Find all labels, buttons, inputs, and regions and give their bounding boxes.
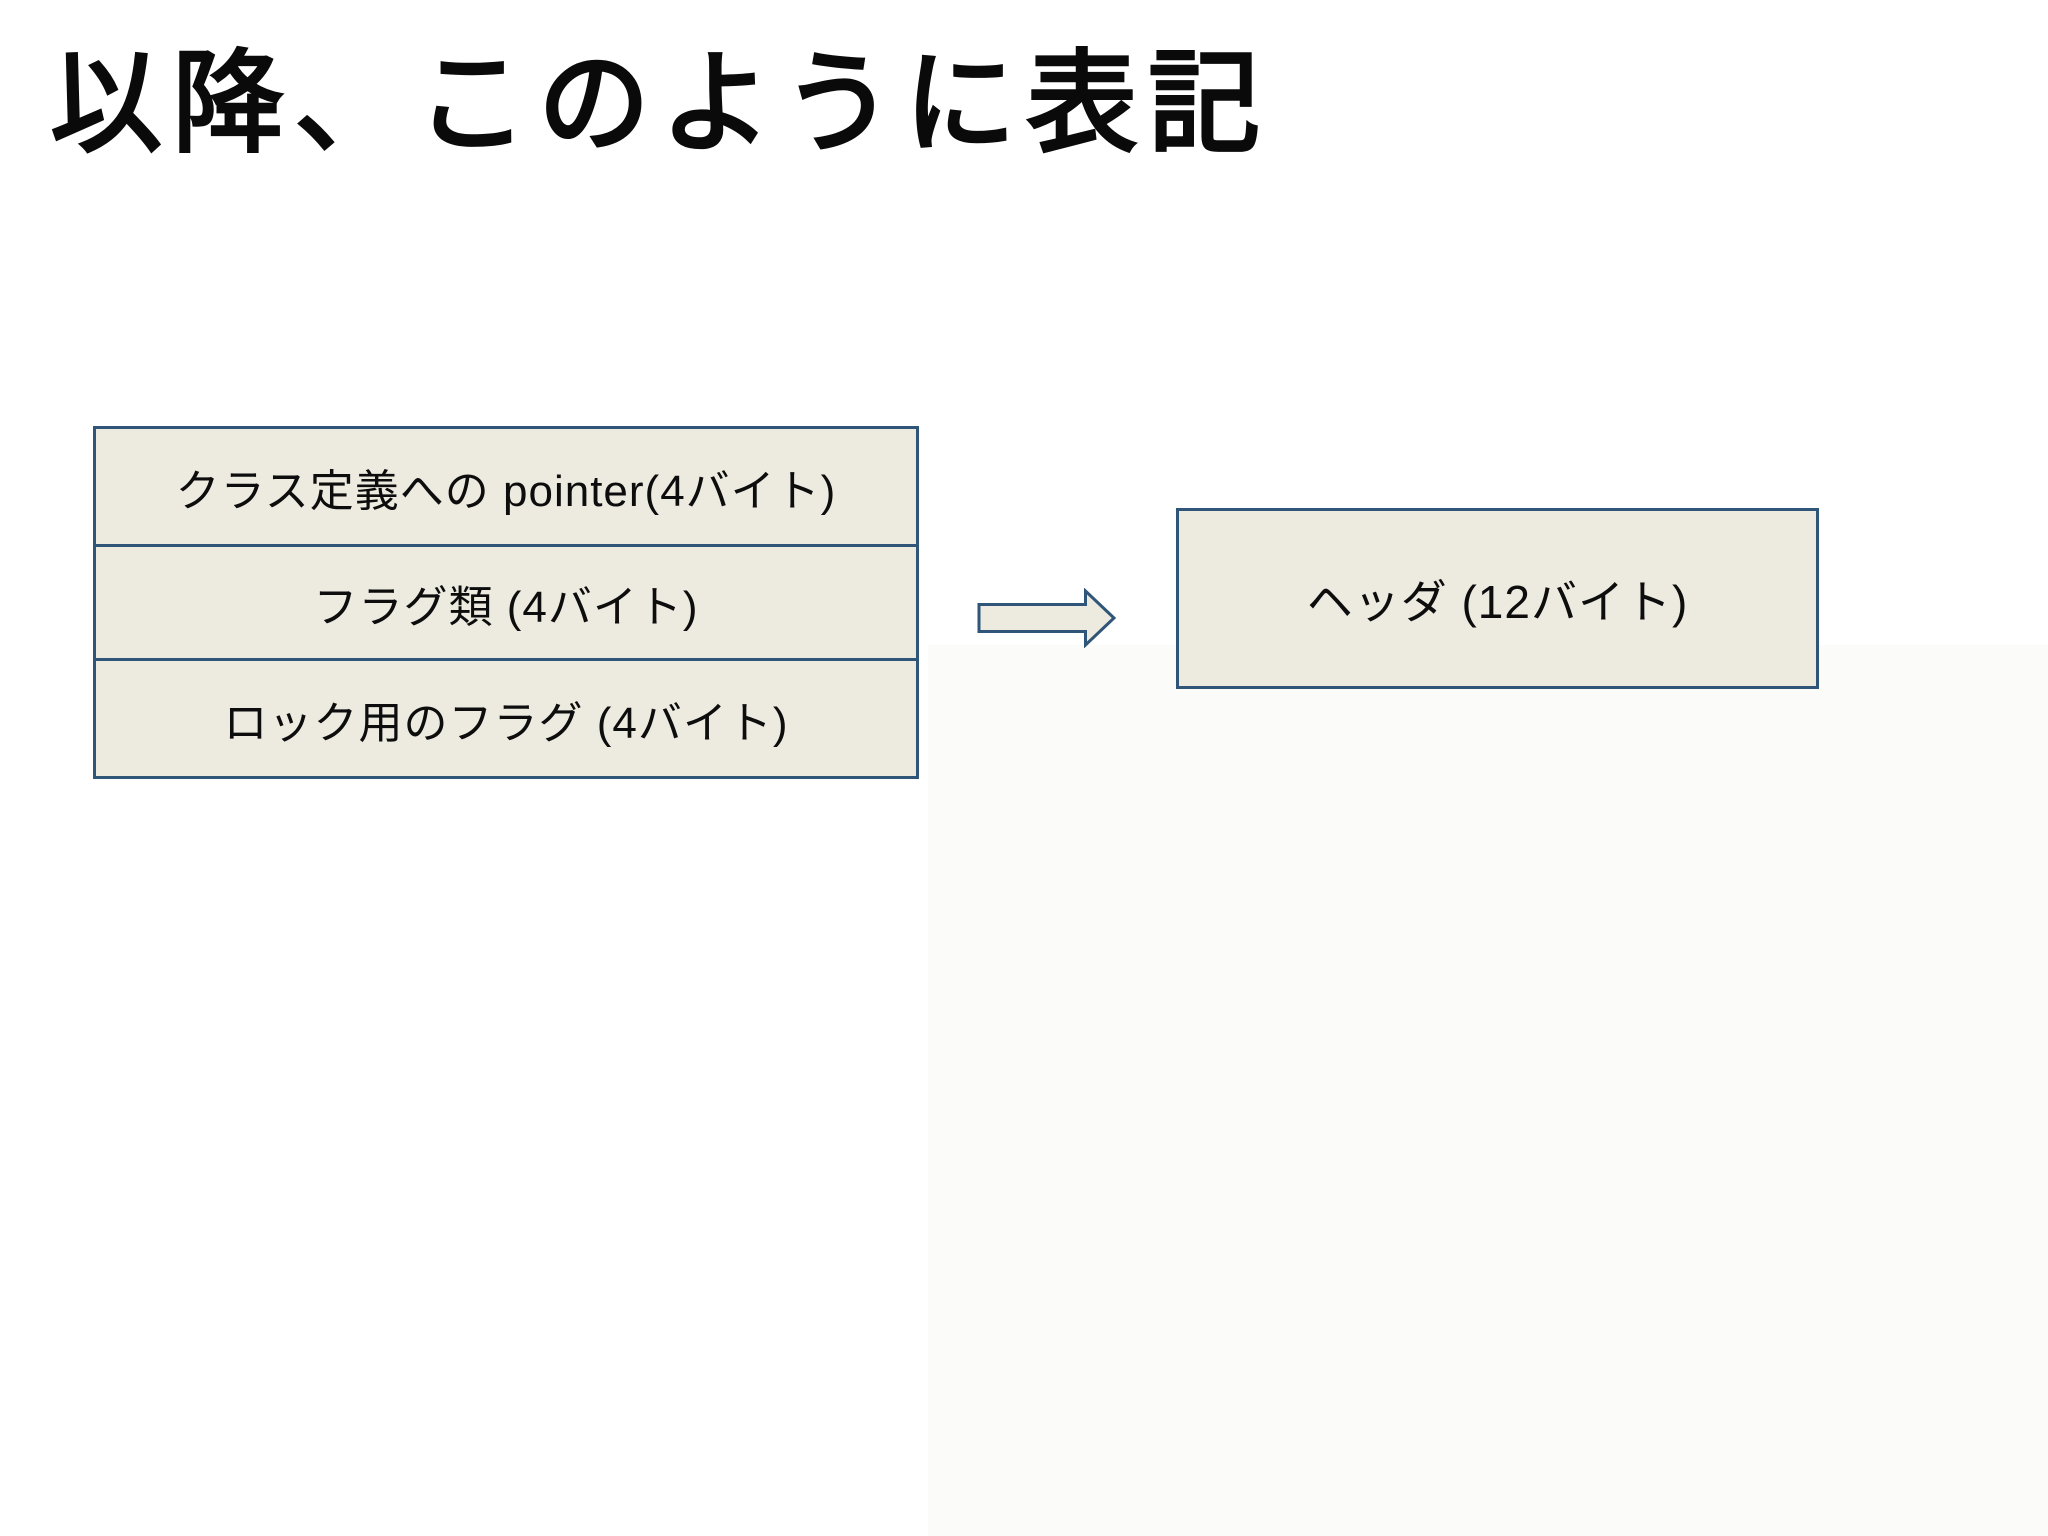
right-arrow-icon xyxy=(977,587,1117,649)
slide-title: 以降、このように表記 xyxy=(50,41,1270,166)
stack-row-lock-flag: ロック用のフラグ (4バイト) xyxy=(93,658,919,779)
stack-row-label: フラグ類 (4バイト) xyxy=(313,582,699,632)
background-shade xyxy=(928,645,2048,1536)
stack-row-label: クラス定義への pointer(4バイト) xyxy=(175,466,837,516)
header-summary-box: ヘッダ (12バイト) xyxy=(1176,508,1819,689)
stack-row-flags: フラグ類 (4バイト) xyxy=(93,544,919,661)
object-header-stack: クラス定義への pointer(4バイト) フラグ類 (4バイト) ロック用のフ… xyxy=(93,426,919,779)
header-summary-label: ヘッダ (12バイト) xyxy=(1306,575,1689,628)
stack-row-class-pointer: クラス定義への pointer(4バイト) xyxy=(93,426,919,547)
stack-row-label: ロック用のフラグ (4バイト) xyxy=(223,698,789,748)
